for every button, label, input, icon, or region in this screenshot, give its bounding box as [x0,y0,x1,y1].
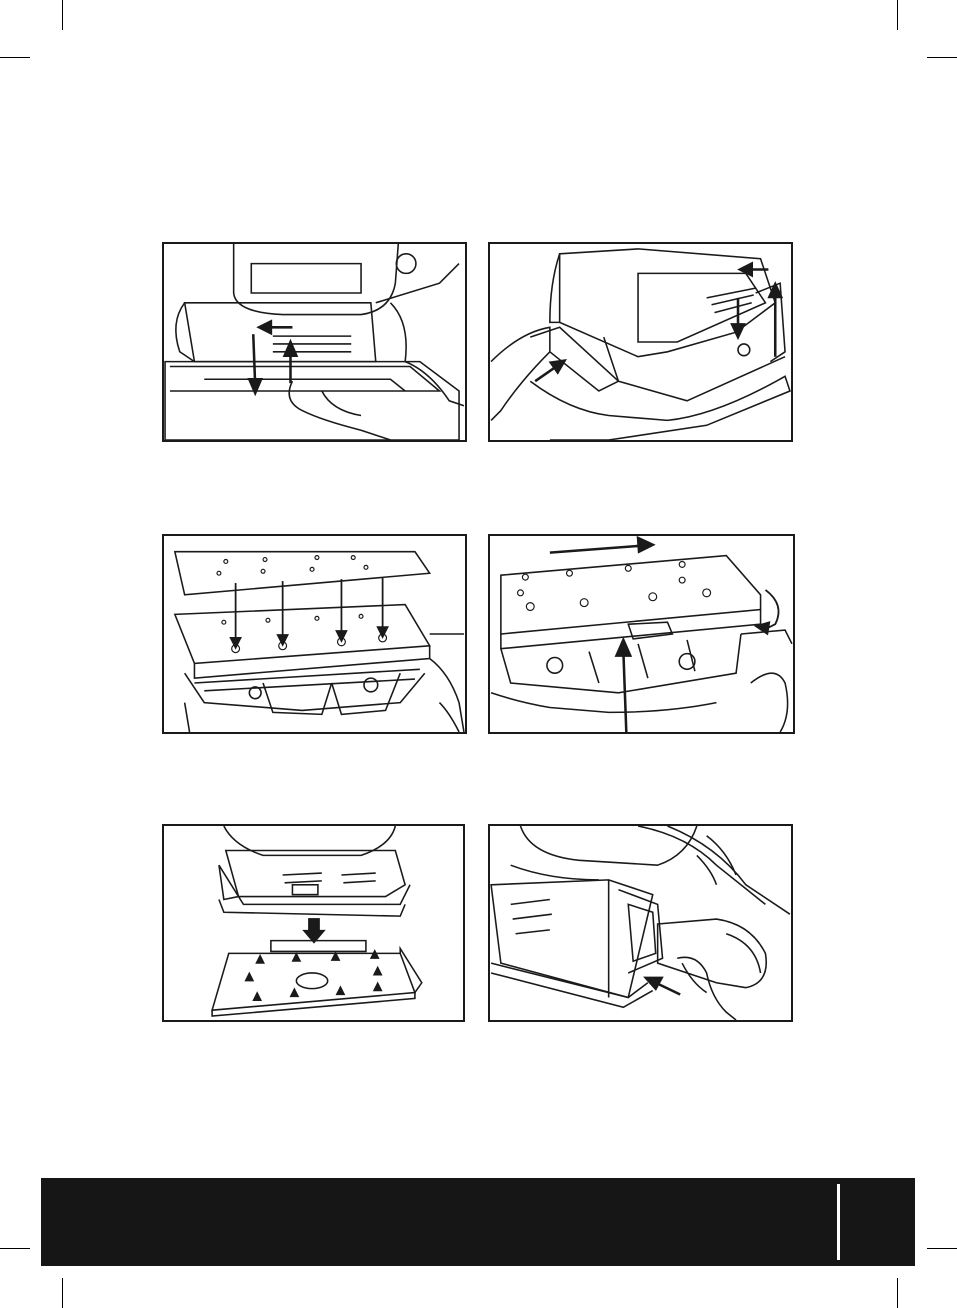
base-plate-replace-illustration [164,826,463,1020]
crop-mark [927,57,957,58]
sheet-clamp-rotate-illustration [490,536,793,732]
figure-panel-3 [162,534,467,734]
crop-mark [0,1248,30,1249]
crop-mark [927,1248,957,1249]
figure-panel-4 [488,534,795,734]
figure-panel-5 [162,824,465,1022]
crop-mark [0,57,30,58]
crop-mark [897,0,898,30]
crop-mark [62,0,63,30]
crop-mark [62,1278,63,1308]
sander-paper-insert-illustration [490,244,791,440]
sander-detach-plate-illustration [164,244,465,440]
figure-panel-6 [488,824,793,1022]
perforated-sheet-align-illustration [164,536,465,732]
figure-panel-1 [162,242,467,442]
footer-bar [41,1178,915,1266]
crop-mark [897,1278,898,1308]
dust-port-attach-illustration [490,826,791,1020]
figure-panel-2 [488,242,793,442]
footer-divider [837,1184,840,1260]
